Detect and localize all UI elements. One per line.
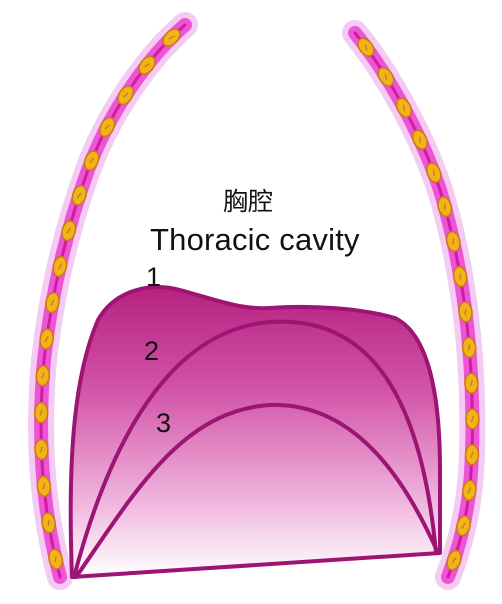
position-3-label: 3 bbox=[156, 408, 171, 439]
diaphragm-position-1 bbox=[71, 287, 440, 577]
position-1-label: 1 bbox=[146, 262, 161, 293]
thoracic-cavity-label-cn: 胸腔 bbox=[223, 182, 273, 218]
thoracic-cavity-label-en: Thoracic cavity bbox=[150, 222, 360, 258]
position-2-label: 2 bbox=[144, 336, 159, 367]
diaphragm-dome-icon bbox=[71, 287, 440, 577]
